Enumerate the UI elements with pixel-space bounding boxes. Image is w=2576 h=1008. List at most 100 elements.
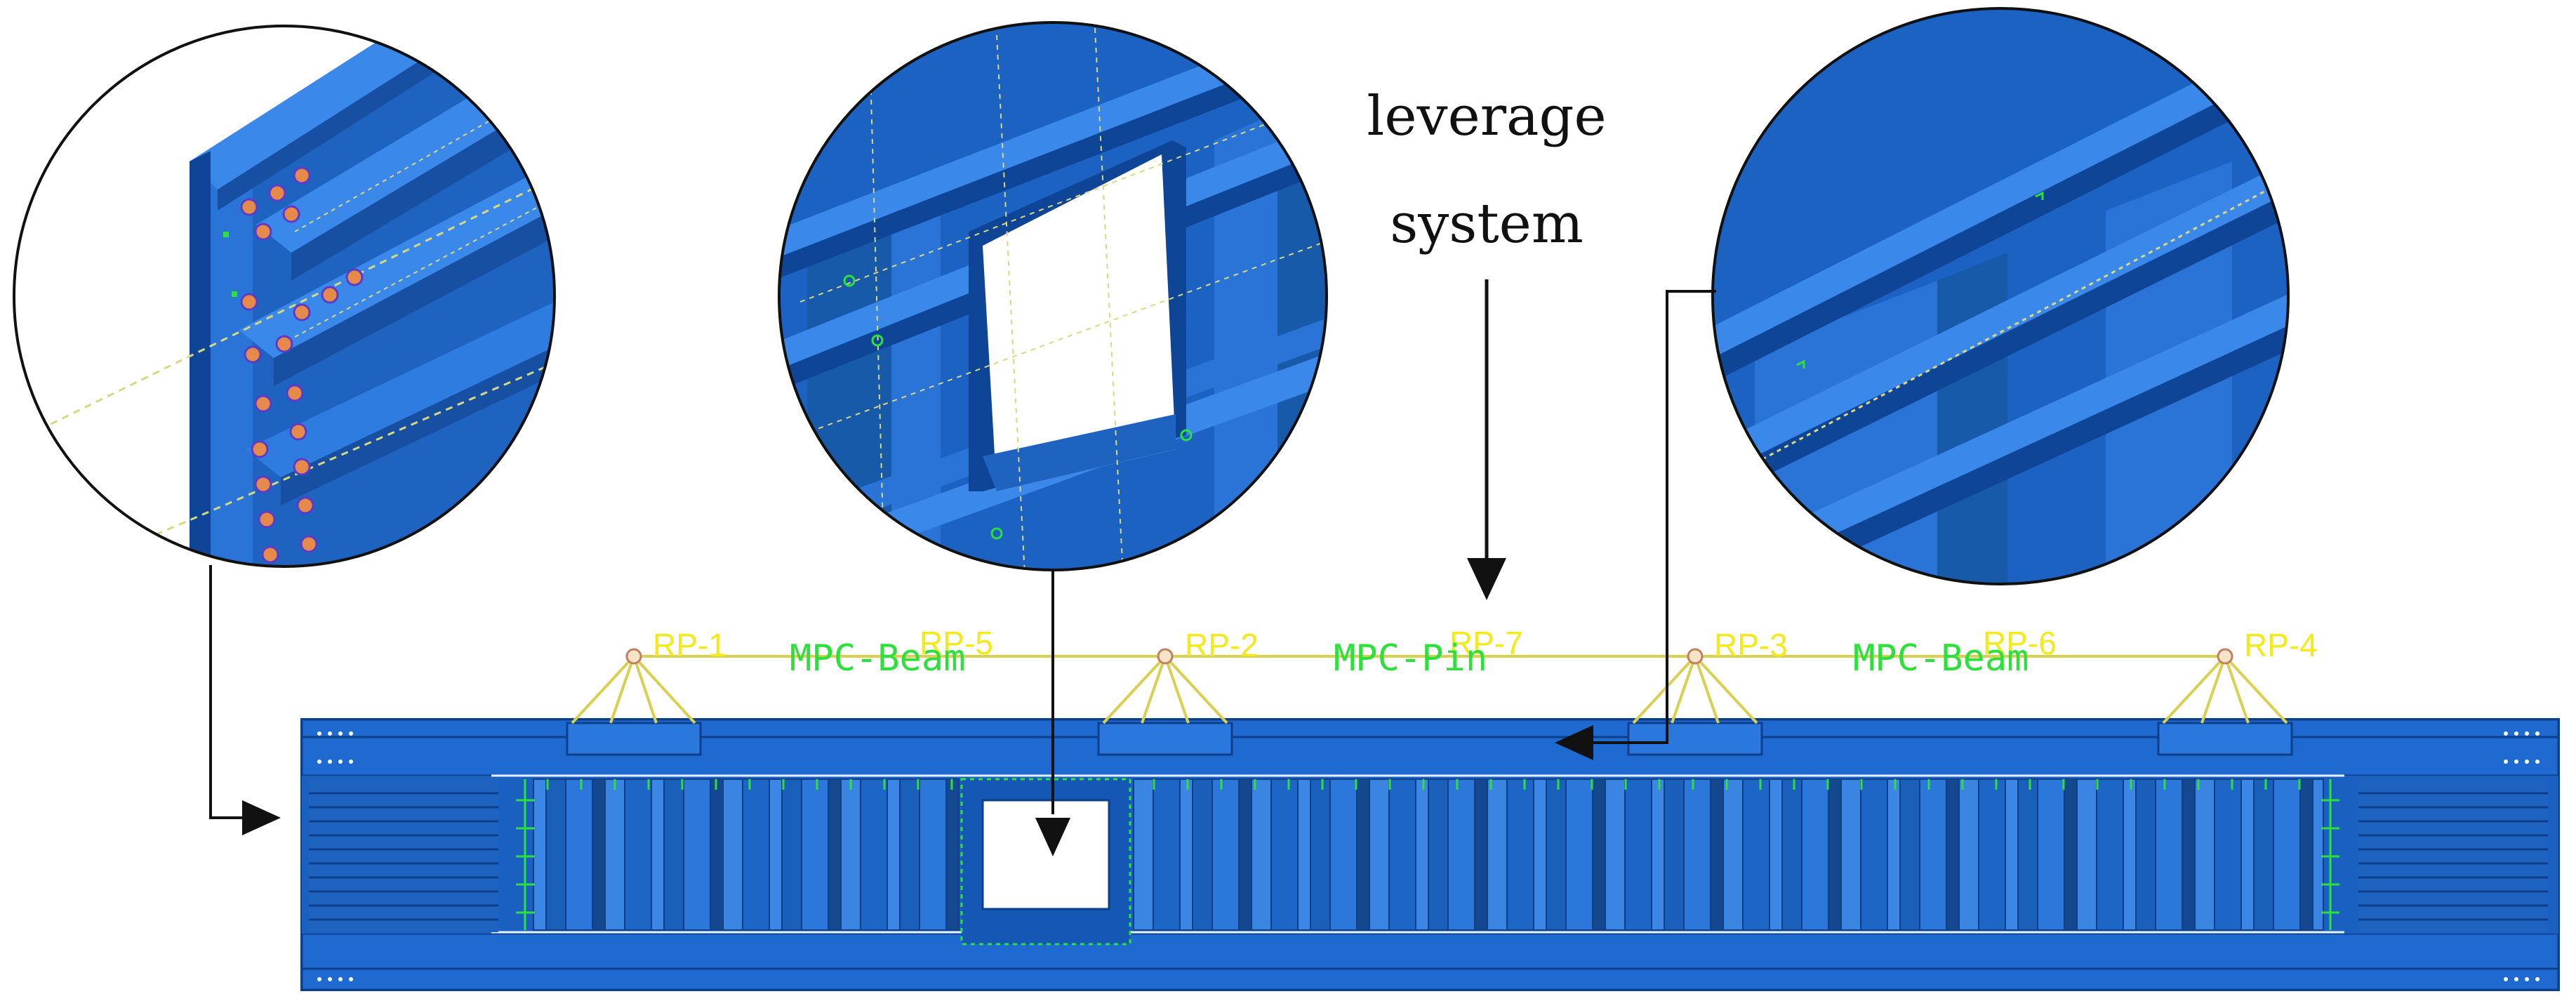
- stiffener-panel: [1270, 778, 1299, 931]
- stiffener-panel: [1388, 778, 1416, 931]
- rp-marker-2[interactable]: [1157, 648, 1174, 665]
- stiffener-panel: [1179, 778, 1193, 931]
- stiffener-panel: [533, 778, 547, 931]
- stiffener-panel: [1329, 778, 1357, 931]
- stiffener-panel: [592, 778, 606, 931]
- beam-end-right: [2358, 778, 2548, 932]
- mpc-constraints: RP-1 RP-2 RP-3 RP-4 RP-5 RP-7 RP-6 MPC-B…: [571, 625, 2318, 724]
- stiffener-panel: [1683, 778, 1711, 931]
- stiffener-panel: [860, 778, 888, 931]
- stiffener-panel: [1565, 778, 1593, 931]
- rp-marker-4[interactable]: [2217, 648, 2233, 665]
- stiffener-panel: [742, 778, 770, 931]
- stiffener-panel: [604, 778, 625, 931]
- stiffener-panel: [2076, 778, 2097, 931]
- stiffener-panel: [1828, 778, 1842, 931]
- stiffener-panel: [1958, 778, 1979, 931]
- rp-label-2: RP-2: [1185, 627, 1259, 663]
- stiffener-panel: [1533, 778, 1547, 931]
- stiffener-panel: [1546, 778, 1567, 931]
- rp-label-3: RP-3: [1714, 627, 1788, 663]
- mpc-label-beam-right: MPC-Beam: [1853, 637, 2029, 679]
- stiffener-panel: [919, 778, 947, 931]
- stiffener-panel: [1447, 778, 1475, 931]
- stiffener-panel: [2182, 778, 2196, 931]
- stiffener-panel: [1415, 778, 1429, 931]
- stiffener-panel: [1297, 778, 1311, 931]
- callout-arrow-right: [1555, 290, 1716, 760]
- stiffener-panel: [2299, 778, 2313, 931]
- stiffener-panel: [769, 778, 783, 931]
- detail-circle-right: [1711, 7, 2290, 585]
- stiffener-panel: [1487, 778, 1508, 931]
- stiffener-panel: [1664, 778, 1685, 931]
- stiffener-panel: [1887, 778, 1901, 931]
- stiffener-panel: [651, 778, 665, 931]
- stiffener-panel: [1506, 778, 1534, 931]
- stiffener-panel: [2214, 778, 2242, 931]
- rp-label-1: RP-1: [653, 627, 726, 663]
- detail-circle-middle: [778, 21, 1328, 571]
- end-dots: [317, 731, 2540, 981]
- rp-label-7: RP-7: [1449, 625, 1523, 661]
- beam-end-left: [309, 778, 498, 932]
- stiffener-panel: [2312, 778, 2324, 931]
- stiffener-panel: [899, 778, 920, 931]
- stiffener-panel: [1860, 778, 1888, 931]
- stiffener-panel: [1769, 778, 1783, 931]
- stiffener-panel: [1605, 778, 1626, 931]
- stiffener-panel: [1474, 778, 1488, 931]
- stiffener-panel: [545, 778, 566, 931]
- stiffener-panel: [1238, 778, 1252, 931]
- stiffener-panel: [1211, 778, 1240, 931]
- web-opening: [960, 778, 1131, 946]
- stiffener-panel: [1801, 778, 1829, 931]
- stiffener-panel: [1310, 778, 1331, 931]
- stiffener-panel: [2005, 778, 2019, 931]
- stiffener-panel: [663, 778, 684, 931]
- stiffener-panel: [1742, 778, 1770, 931]
- stiffener-panel: [1192, 778, 1213, 931]
- rp-label-5: RP-5: [919, 625, 993, 661]
- stiffener-panel: [1840, 778, 1861, 931]
- rp-marker-3[interactable]: [1687, 648, 1704, 665]
- stiffener-panel: [840, 778, 861, 931]
- stiffener-panel: [1978, 778, 2006, 931]
- rp-label-6: RP-6: [1983, 625, 2057, 661]
- stiffener-panel: [1251, 778, 1272, 931]
- stiffener-panel: [1428, 778, 1449, 931]
- stiffener-panel: [1153, 778, 1181, 931]
- stiffener-panel: [1651, 778, 1665, 931]
- stiffener-panel: [2253, 778, 2274, 931]
- mpc-label-beam-left: MPC-Beam: [790, 637, 965, 679]
- stiffener-panel: [722, 778, 743, 931]
- stiffener-panel: [2273, 778, 2301, 931]
- stiffener-panel: [2096, 778, 2124, 931]
- mpc-label-pin: MPC-Pin: [1334, 637, 1487, 679]
- stiffener-panel: [2037, 778, 2065, 931]
- callout-arrow-left: [209, 565, 281, 835]
- loading-pads: [566, 722, 2293, 756]
- stiffener-panel: [1356, 778, 1370, 931]
- stiffener-panel: [945, 778, 960, 931]
- stiffener-panel: [1369, 778, 1390, 931]
- stiffener-panel: [1722, 778, 1744, 931]
- stiffener-panel: [710, 778, 724, 931]
- rp-marker-1[interactable]: [625, 648, 642, 665]
- stiffener-panel: [1710, 778, 1724, 931]
- stiffener-panel: [801, 778, 829, 931]
- stiffener-panel: [1624, 778, 1652, 931]
- mesh-ties: [516, 779, 2339, 930]
- stiffener-panel: [2194, 778, 2215, 931]
- stiffener-panel: [565, 778, 593, 931]
- stiffener-panel: [683, 778, 711, 931]
- stiffener-panel: [1133, 778, 1154, 931]
- stiffener-panel: [624, 778, 652, 931]
- stiffener-panel: [1919, 778, 1947, 931]
- stiffener-panel: [828, 778, 842, 931]
- stiffener-panel: [887, 778, 901, 931]
- leverage-system-arrowhead: [1467, 558, 1506, 600]
- rp-label-4: RP-4: [2244, 627, 2318, 663]
- stiffener-panel: [1946, 778, 1960, 931]
- stiffener-panel: [2123, 778, 2137, 931]
